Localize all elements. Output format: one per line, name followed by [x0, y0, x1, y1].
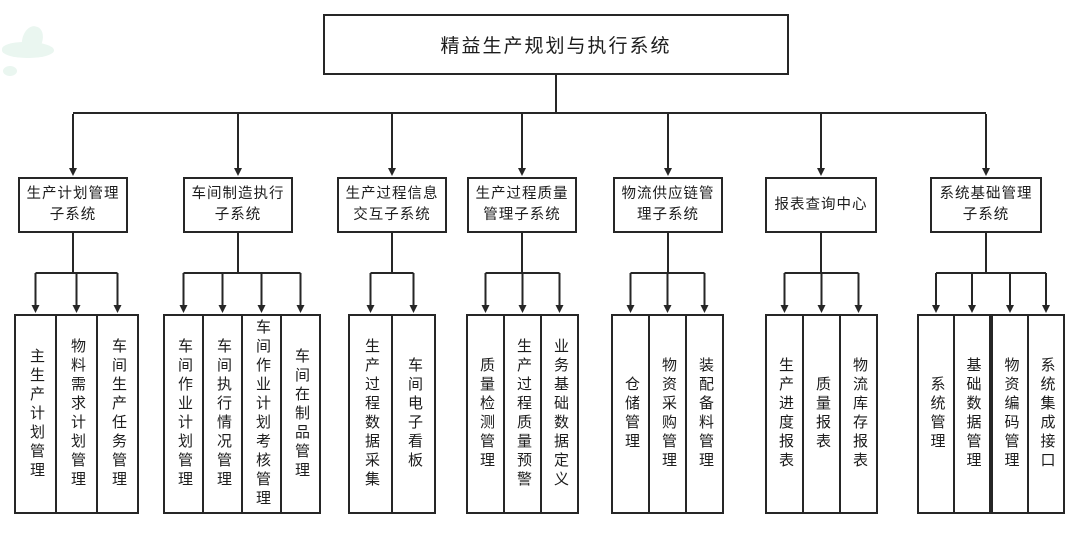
module-label: 车间作业计划考核管理 — [254, 319, 270, 509]
module-node: 质量检测管理 — [466, 314, 505, 514]
module-group-production-planning: 主生产计划管理 物料需求计划管理 车间生产任务管理 — [14, 314, 139, 514]
subsystem-label: 生产过程信息 — [345, 186, 439, 202]
subsystem-node-report-center: 报表查询中心 — [765, 177, 877, 233]
module-label: 基础数据管理 — [964, 357, 981, 471]
subsystem-node-process-info: 生产过程信息 交互子系统 — [337, 177, 447, 233]
subsystem-node-system-admin: 系统基础管理 子系统 — [930, 177, 1042, 233]
module-node: 车间电子看板 — [391, 314, 436, 514]
module-node: 生产过程质量预警 — [503, 314, 542, 514]
subsystem-label: 报表查询中心 — [774, 196, 868, 213]
module-node: 车间在制品管理 — [280, 314, 321, 514]
module-label: 业务基础数据定义 — [552, 338, 568, 490]
watermark-blob — [3, 66, 17, 76]
subsystem-label: 生产计划管理 — [26, 186, 120, 202]
subsystem-label: 子系统 — [49, 207, 97, 223]
module-group-logistics-chain: 仓储管理 物资采购管理 装配备料管理 — [611, 314, 724, 514]
module-label: 装配备料管理 — [697, 357, 713, 471]
module-label: 车间作业计划管理 — [176, 338, 192, 490]
module-node: 仓储管理 — [611, 314, 650, 514]
module-node: 物资编码管理 — [991, 314, 1029, 514]
subsystem-label: 物流供应链管 — [621, 186, 715, 202]
module-label: 物料需求计划管理 — [69, 338, 85, 490]
module-label: 仓储管理 — [623, 376, 639, 452]
module-group-shop-execution: 车间作业计划管理 车间执行情况管理 车间作业计划考核管理 车间在制品管理 — [163, 314, 321, 514]
subsystem-label: 子系统 — [214, 207, 262, 223]
module-label: 车间电子看板 — [406, 357, 422, 471]
module-label: 车间生产任务管理 — [110, 338, 126, 490]
module-group-report-center: 生产进度报表 质量报表 物流库存报表 — [765, 314, 878, 514]
module-label: 主生产计划管理 — [28, 347, 44, 481]
module-node: 车间作业计划管理 — [163, 314, 204, 514]
subsystem-node-shop-execution: 车间制造执行 子系统 — [183, 177, 293, 233]
module-label: 车间在制品管理 — [293, 347, 309, 481]
subsystem-label: 子系统 — [962, 207, 1010, 223]
subsystem-label: 理子系统 — [637, 207, 699, 223]
module-node: 车间作业计划考核管理 — [241, 314, 282, 514]
module-label: 车间执行情况管理 — [215, 338, 231, 490]
module-group-process-quality: 质量检测管理 生产过程质量预警 业务基础数据定义 — [466, 314, 579, 514]
module-node: 生产进度报表 — [765, 314, 804, 514]
module-node: 质量报表 — [802, 314, 841, 514]
module-label: 生产过程质量预警 — [515, 338, 531, 490]
module-node: 物料需求计划管理 — [55, 314, 98, 514]
module-label: 系统管理 — [928, 376, 945, 452]
module-group-process-info: 生产过程数据采集 车间电子看板 — [348, 314, 436, 514]
module-label: 物资编码管理 — [1002, 357, 1019, 471]
root-title: 精益生产规划与执行系统 — [440, 36, 672, 57]
module-node: 业务基础数据定义 — [540, 314, 579, 514]
module-node: 装配备料管理 — [685, 314, 724, 514]
module-group-system-admin: 系统管理 基础数据管理 物资编码管理 系统集成接口 — [917, 314, 1065, 514]
module-label: 系统集成接口 — [1038, 357, 1055, 471]
subsystem-node-process-quality: 生产过程质量 管理子系统 — [467, 177, 577, 233]
subsystem-label: 交互子系统 — [353, 207, 431, 223]
subsystem-node-production-planning: 生产计划管理 子系统 — [18, 177, 128, 233]
module-node: 物流库存报表 — [839, 314, 878, 514]
module-label: 物流库存报表 — [851, 357, 867, 471]
subsystem-label: 生产过程质量 — [475, 186, 569, 202]
module-label: 质量检测管理 — [478, 357, 494, 471]
module-node: 系统管理 — [917, 314, 955, 514]
subsystem-node-logistics-chain: 物流供应链管 理子系统 — [613, 177, 723, 233]
module-label: 生产过程数据采集 — [363, 338, 379, 490]
module-node: 基础数据管理 — [953, 314, 991, 514]
module-node: 车间生产任务管理 — [96, 314, 139, 514]
module-node: 物资采购管理 — [648, 314, 687, 514]
module-label: 生产进度报表 — [777, 357, 793, 471]
subsystem-label: 管理子系统 — [483, 207, 561, 223]
module-node: 车间执行情况管理 — [202, 314, 243, 514]
module-node: 生产过程数据采集 — [348, 314, 393, 514]
root-node: 精益生产规划与执行系统 — [323, 14, 789, 75]
module-label: 物资采购管理 — [660, 357, 676, 471]
module-node: 系统集成接口 — [1027, 314, 1065, 514]
subsystem-label: 系统基础管理 — [939, 186, 1033, 202]
module-node: 主生产计划管理 — [14, 314, 57, 514]
module-label: 质量报表 — [814, 376, 830, 452]
subsystem-label: 车间制造执行 — [191, 186, 285, 202]
